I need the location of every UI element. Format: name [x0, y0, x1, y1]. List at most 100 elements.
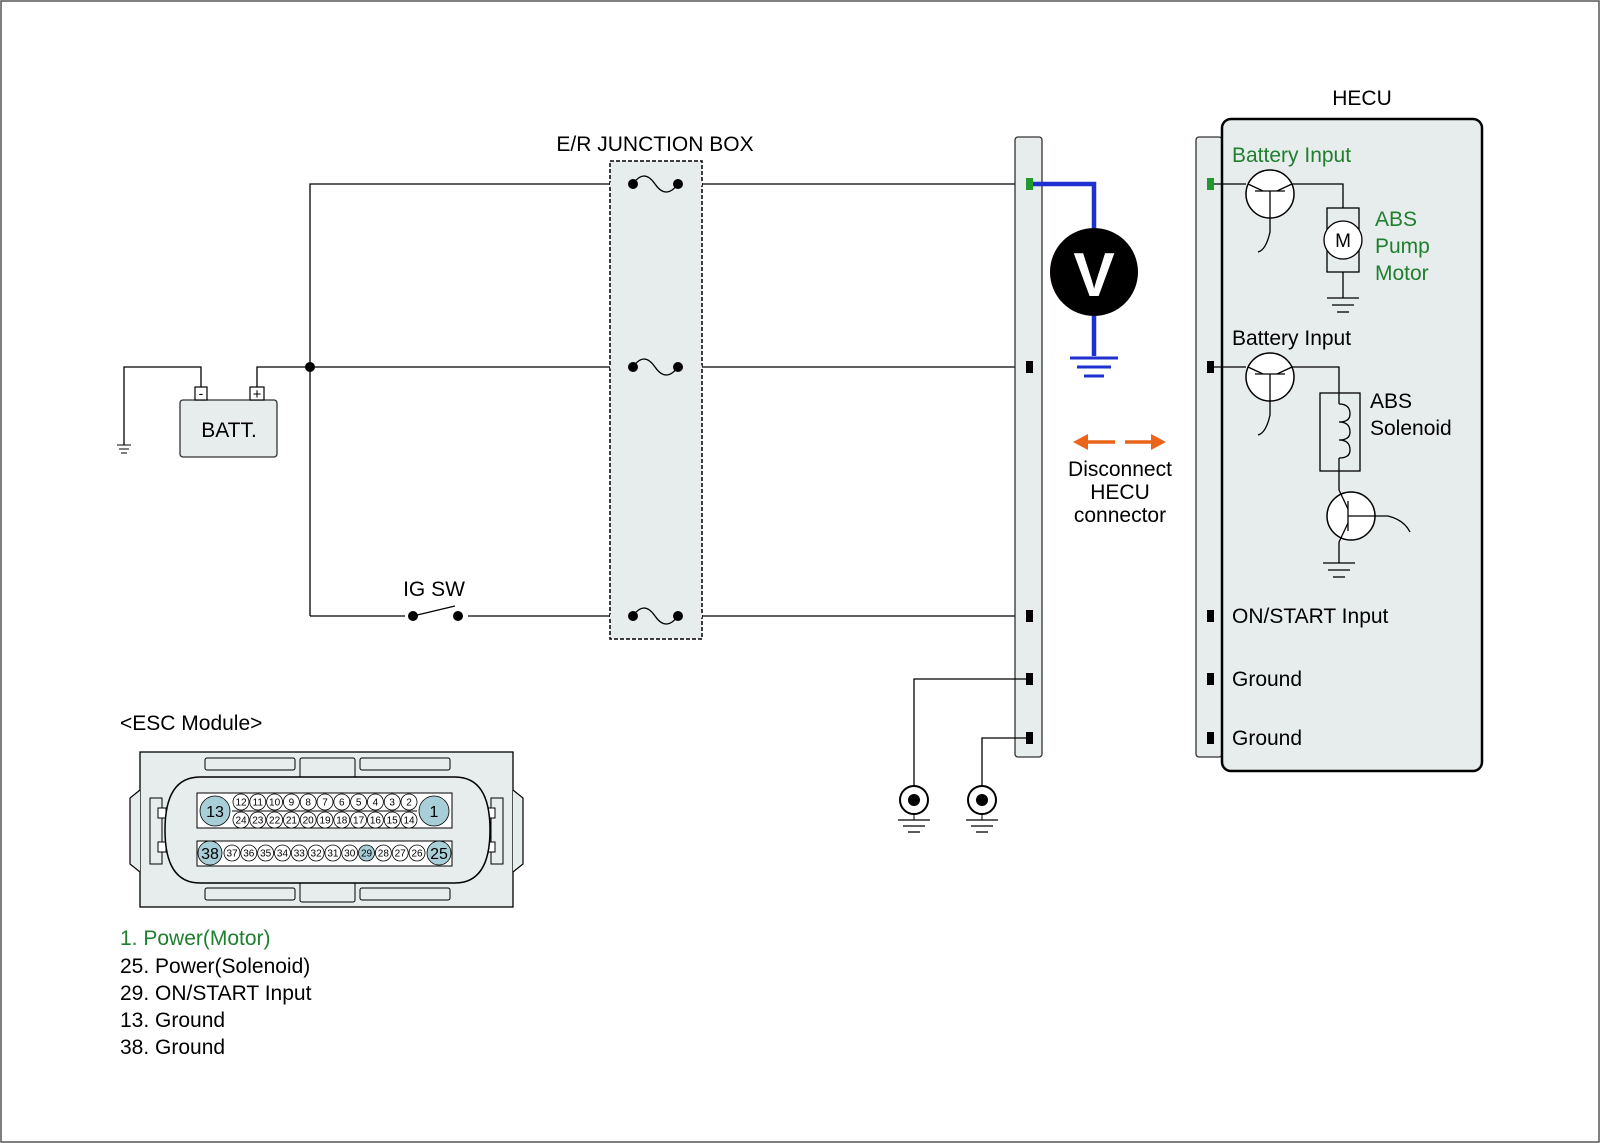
esc-module-title: <ESC Module>: [120, 712, 262, 735]
connector-pin-label: 5: [356, 798, 362, 809]
pin-legend-item: 38. Ground: [120, 1036, 225, 1059]
pump-motor-label: Motor: [1375, 262, 1429, 285]
solenoid-label: Solenoid: [1370, 417, 1452, 440]
connector-pin-label: 19: [319, 816, 331, 827]
connector-pin-label: 13: [206, 804, 224, 821]
harness-connector: [1014, 136, 1043, 758]
disconnect-label-line-1: Disconnect: [1068, 458, 1172, 481]
connector-pin: 38: [197, 840, 223, 866]
pin-legend-item: 29. ON/START Input: [120, 982, 312, 1005]
connector-pin: 22: [266, 811, 284, 829]
pump-motor-label: Pump: [1375, 235, 1430, 258]
connector-pin: 3: [383, 793, 401, 811]
hecu-pin-label: Ground: [1232, 727, 1302, 750]
connector-pin-label: 20: [303, 816, 315, 827]
connector-pin-label: 10: [269, 798, 281, 809]
pin-legend-item: 1. Power(Motor): [120, 927, 271, 950]
battery-label: BATT.: [201, 419, 257, 442]
connector-pin: 32: [307, 844, 325, 862]
pump-motor: M: [1323, 207, 1363, 273]
connector-pin-label: 34: [277, 849, 289, 860]
voltmeter-positive-lead: [1033, 181, 1097, 228]
connector-pin: 37: [223, 844, 241, 862]
connector-pin-label: 35: [260, 849, 272, 860]
connector-pin-label: 8: [305, 798, 311, 809]
feed-wire-top: [309, 183, 1030, 603]
connector-pin: 4: [366, 793, 384, 811]
connector-pin-label: 38: [201, 846, 219, 863]
fuse-3: [610, 607, 702, 625]
connector-pin-label: 30: [344, 849, 356, 860]
connector-pin-label: 27: [395, 849, 407, 860]
connector-pin-label: 11: [253, 798, 264, 809]
connector-pin-label: 3: [389, 798, 395, 809]
solenoid-ground-icon: [1323, 542, 1355, 578]
junction-box-title: E/R JUNCTION BOX: [556, 133, 753, 156]
pin-legend-item: 25. Power(Solenoid): [120, 955, 310, 978]
connector-pin-label: 24: [235, 816, 247, 827]
battery-ground-wire: [123, 366, 202, 445]
disconnect-arrow-icon: [1073, 434, 1166, 450]
voltmeter-icon: [1050, 228, 1138, 316]
connector-pin-label: 6: [339, 798, 345, 809]
connector-pin: 33: [290, 844, 308, 862]
transistor-icon: [1214, 169, 1295, 253]
battery-positive-wire: [256, 366, 1030, 387]
harness-pin-3: [1026, 610, 1033, 622]
connector-pin: 27: [391, 844, 409, 862]
connector-pin: 10: [266, 793, 284, 811]
transistor-icon: [1214, 352, 1295, 436]
hecu-pin-1: [1207, 178, 1214, 190]
connector-pin-label: 9: [289, 798, 295, 809]
fuse-1: [610, 175, 702, 193]
hecu-connector-strip: [1195, 136, 1223, 758]
connector-pin-label: 1: [430, 804, 439, 821]
hecu-pin-4: [1207, 673, 1214, 685]
connector-pin: 36: [240, 844, 258, 862]
connector-pin-label: 18: [336, 816, 348, 827]
ground-wire-1: [913, 678, 1026, 800]
hecu-title: HECU: [1332, 87, 1392, 110]
connector-pin-label: 7: [322, 798, 328, 809]
connector-pin: 8: [299, 793, 317, 811]
connector-pin: 28: [374, 844, 392, 862]
connector-pin: 14: [400, 811, 418, 829]
connector-pin: 23: [249, 811, 267, 829]
connector-pin-label: 33: [294, 849, 306, 860]
connector-pin: 24: [232, 811, 250, 829]
fuse-2: [610, 358, 702, 376]
motor-ground-icon: [1327, 272, 1359, 313]
ground-wire-2: [981, 737, 1026, 800]
pin-legend-item: 13. Ground: [120, 1009, 225, 1032]
esc-connector: [129, 751, 524, 908]
connector-pin-label: 28: [378, 849, 390, 860]
connector-pin: 17: [350, 811, 368, 829]
splice-node: [305, 362, 315, 372]
connector-pin: 34: [274, 844, 291, 862]
connector-pin-label: 17: [353, 816, 365, 827]
connector-pin-label: 15: [387, 816, 399, 827]
connector-pin: 11: [249, 793, 267, 811]
connector-pin: 25: [426, 840, 452, 866]
transistor-icon: [1326, 471, 1411, 543]
connector-pin: 18: [333, 811, 351, 829]
pump-motor-wire: [1292, 183, 1344, 208]
connector-pin: 5: [350, 793, 368, 811]
connector-pin: 13: [199, 795, 231, 827]
connector-pin-label: 25: [430, 846, 448, 863]
solenoid-wire: [1292, 366, 1340, 393]
connector-pin: 31: [324, 844, 342, 862]
connector-pin-label: 29: [361, 849, 373, 860]
connector-pin: 12: [232, 793, 250, 811]
connector-pin: 16: [366, 811, 384, 829]
harness-pin-1: [1026, 178, 1033, 190]
junction-box: [609, 160, 703, 640]
connector-pin-label: 16: [370, 816, 382, 827]
pump-motor-label: ABS: [1375, 208, 1417, 231]
connector-pin: 2: [400, 793, 418, 811]
ground-point-icon: [966, 785, 998, 833]
connector-pin: 35: [257, 844, 275, 862]
connector-pin: 9: [282, 793, 300, 811]
